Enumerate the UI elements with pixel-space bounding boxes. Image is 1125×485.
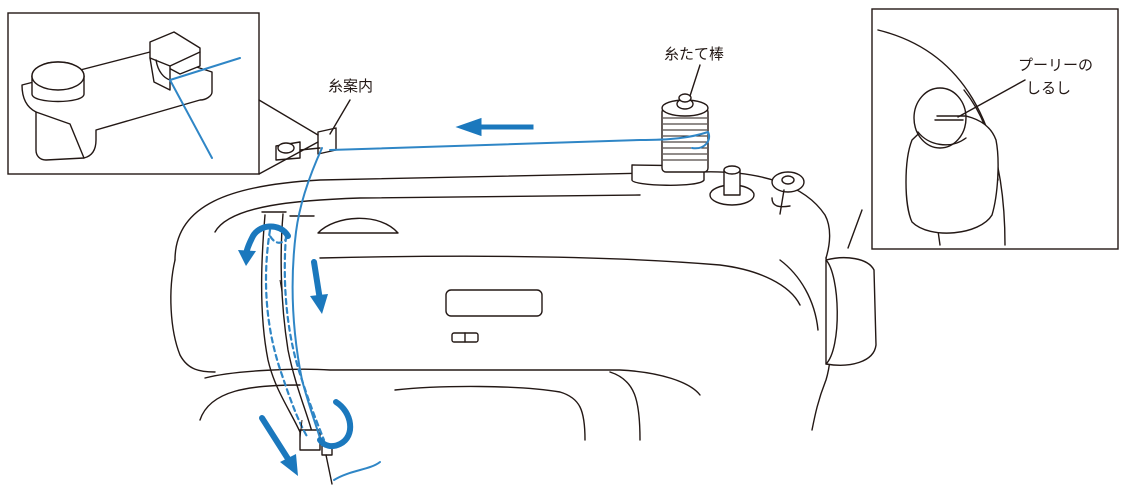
thread-guide-leader — [329, 99, 351, 135]
sewing-machine-body — [170, 93, 877, 485]
arrow-down-icon — [311, 259, 323, 303]
pulley-mark-label-line2: しるし — [1026, 79, 1072, 97]
spool-pin-leader — [689, 64, 701, 97]
pulley-mark-label-line1: プーリーの — [1018, 56, 1094, 74]
direction-arrows — [238, 117, 534, 476]
thread-guide-label: 糸案内 — [328, 77, 374, 95]
arrow-down-left-icon — [259, 415, 293, 465]
thread-path — [264, 131, 711, 481]
loop-arrow-lower-icon — [317, 399, 353, 450]
spool-pin-label: 糸たて棒 — [664, 45, 725, 63]
arrow-left-icon — [455, 117, 534, 137]
inset-thread-guide — [7, 12, 319, 175]
inset-pulley-mark — [871, 8, 1119, 250]
